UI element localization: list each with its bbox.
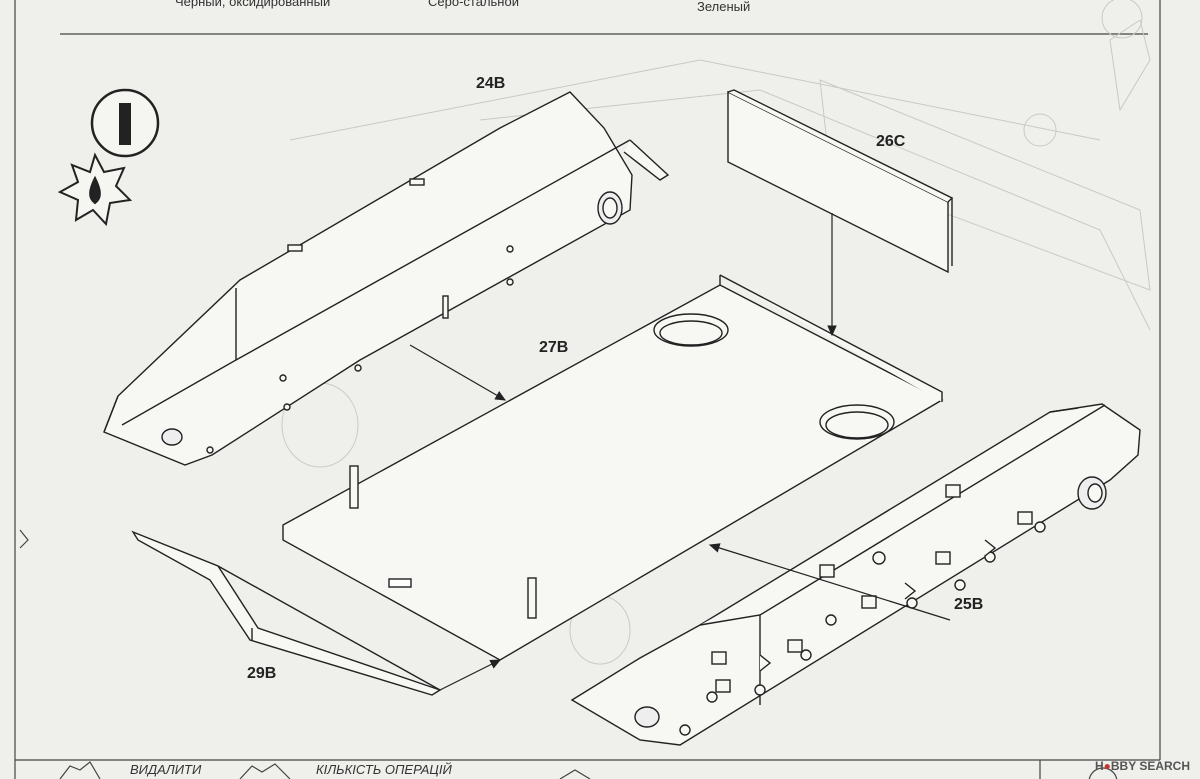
part-label-24b: 24B — [476, 75, 506, 92]
paint-black-label: Черный, оксидированный — [175, 0, 331, 9]
part-24b-side — [103, 91, 670, 466]
cement-icon — [57, 152, 133, 227]
watermark-dot: ● — [1103, 759, 1111, 773]
page-frame — [14, 0, 1161, 779]
footer-icons — [59, 761, 1118, 779]
paint-green-label: Зеленый — [697, 0, 751, 14]
legend-count-ops: КІЛЬКІСТЬ ОПЕРАЦІЙ — [316, 762, 452, 777]
part-25b-side — [570, 403, 1141, 746]
part-label-27b: 27B — [539, 339, 569, 356]
legend-remove: ВИДАЛИТИ — [130, 762, 202, 777]
leader-lines — [409, 213, 951, 691]
part-26c-plate — [727, 89, 954, 274]
watermark-brand-a: H — [1094, 759, 1104, 773]
watermark: H●BBY SEARCH — [1095, 759, 1190, 773]
step-badge-icon — [90, 88, 160, 158]
part-27b-floor — [282, 274, 944, 661]
part-29b-plate — [131, 530, 442, 696]
part-label-25b: 25B — [954, 596, 984, 613]
watermark-brand-b: BBY SEARCH — [1110, 759, 1190, 773]
paint-grey-label: Серо-стальной — [428, 0, 519, 9]
part-label-26c: 26C — [876, 133, 906, 150]
part-label-29b: 29B — [247, 665, 277, 682]
